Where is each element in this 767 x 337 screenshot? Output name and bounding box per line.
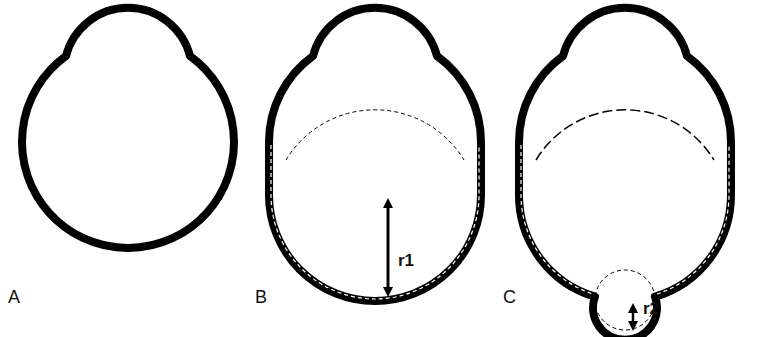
panel-letter: A (8, 288, 20, 306)
radius-label: r1 (398, 252, 414, 269)
outline-b (269, 8, 481, 301)
dashed-arc-b (286, 110, 464, 160)
radius-label: r2 (643, 300, 659, 317)
panel-letter: B (255, 288, 267, 306)
inner-dash-c (521, 145, 729, 294)
outline-c (519, 8, 731, 337)
panel-letter: C (503, 288, 516, 306)
radius-arrow (632, 308, 635, 326)
inner-dash-b (271, 145, 479, 299)
dashed-arc-c (536, 110, 714, 160)
outline-a (22, 8, 234, 248)
radius-arrow (387, 203, 390, 292)
